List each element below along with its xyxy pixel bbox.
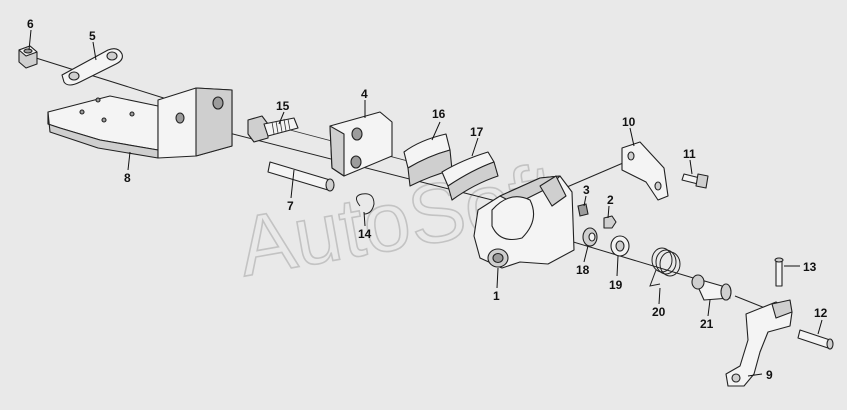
callout-18: 18 xyxy=(576,263,590,277)
callout-14: 14 xyxy=(358,227,372,241)
part-15-bolt xyxy=(247,115,299,143)
callout-12: 12 xyxy=(814,306,828,320)
callout-4: 4 xyxy=(361,87,368,101)
callout-19: 19 xyxy=(609,278,623,292)
part-3-screw xyxy=(577,203,589,217)
callout-labels: 6 5 8 15 4 16 17 10 11 3 2 7 14 1 18 19 … xyxy=(27,17,828,382)
part-20-spring xyxy=(649,247,681,287)
callout-9: 9 xyxy=(766,368,773,382)
part-4-pad xyxy=(329,111,393,177)
callout-3: 3 xyxy=(583,183,590,197)
part-19-washer xyxy=(610,235,630,257)
part-8-bracket xyxy=(47,87,233,159)
callout-17: 17 xyxy=(470,125,484,139)
callout-leaders xyxy=(28,29,823,377)
callout-21: 21 xyxy=(700,317,714,331)
part-12-pin xyxy=(797,329,834,350)
part-18-bushing xyxy=(582,227,598,247)
callout-8: 8 xyxy=(124,171,131,185)
part-1-housing xyxy=(473,175,575,269)
part-6-nut xyxy=(18,45,38,69)
callout-16: 16 xyxy=(432,107,446,121)
part-11-bolt xyxy=(681,173,709,189)
callout-10: 10 xyxy=(622,115,636,129)
part-16-shoe xyxy=(403,133,453,187)
part-5-plate xyxy=(61,48,123,86)
part-7-pin xyxy=(267,161,335,192)
part-21-plunger xyxy=(691,274,732,301)
callout-20: 20 xyxy=(652,305,666,319)
callout-5: 5 xyxy=(89,29,96,43)
callout-7: 7 xyxy=(287,199,294,213)
part-14-clip xyxy=(356,193,375,215)
part-13-screw xyxy=(774,257,784,287)
part-2-nut xyxy=(603,215,617,229)
part-10-bracket xyxy=(621,141,669,201)
callout-11: 11 xyxy=(683,147,696,161)
part-17-shoe xyxy=(441,151,499,201)
part-9-lever xyxy=(725,299,793,387)
callout-6: 6 xyxy=(27,17,34,31)
callout-13: 13 xyxy=(803,260,817,274)
callout-15: 15 xyxy=(276,99,290,113)
callout-2: 2 xyxy=(607,193,614,207)
callout-1: 1 xyxy=(493,289,500,303)
